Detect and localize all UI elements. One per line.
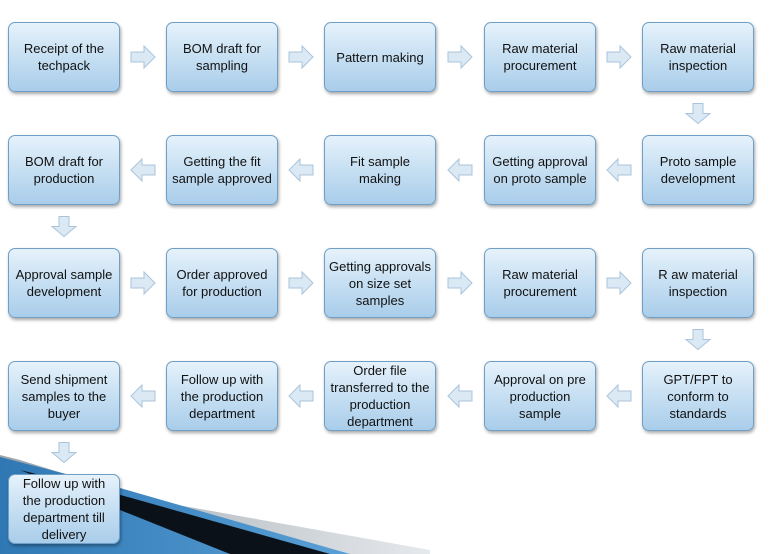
flow-arrow-icon (130, 44, 156, 70)
flow-arrow-icon (288, 157, 314, 183)
flow-arrow-icon (684, 103, 712, 125)
flow-arrow-icon (288, 44, 314, 70)
process-step-box: Pattern making (324, 22, 436, 92)
process-step-label: Pattern making (336, 49, 424, 65)
process-step-label: Order approved for production (176, 267, 268, 299)
process-step-box: Send shipment samples to the buyer (8, 361, 120, 431)
flow-arrow-icon (606, 383, 632, 409)
flow-arrow-icon (606, 270, 632, 296)
flow-arrow-icon (447, 383, 473, 409)
process-step-box: BOM draft for production (8, 135, 120, 205)
process-step-box: Raw material procurement (484, 22, 596, 92)
process-step-box: Order file transferred to the production… (324, 361, 436, 431)
process-step-label: GPT/FPT to conform to standards (663, 371, 733, 421)
flow-arrow-icon (50, 442, 78, 464)
process-step-label: Getting approval on proto sample (492, 154, 588, 186)
process-step-box: Proto sample development (642, 135, 754, 205)
process-step-box: Follow up with the production department… (8, 474, 120, 544)
process-step-label: Send shipment samples to the buyer (20, 371, 108, 421)
process-step-box: Getting the fit sample approved (166, 135, 278, 205)
process-step-label: BOM draft for production (24, 154, 104, 186)
process-step-box: Raw material inspection (642, 22, 754, 92)
flow-arrow-icon (288, 383, 314, 409)
process-step-box: GPT/FPT to conform to standards (642, 361, 754, 431)
process-step-box: Approval on pre production sample (484, 361, 596, 431)
process-step-box: Receipt of the techpack (8, 22, 120, 92)
process-step-label: Approval on pre production sample (494, 371, 586, 421)
process-step-box: Raw material procurement (484, 248, 596, 318)
process-step-label: Fit sample making (350, 154, 410, 186)
process-step-box: R aw material inspection (642, 248, 754, 318)
process-step-label: Approval sample development (15, 267, 113, 299)
process-step-box: Approval sample development (8, 248, 120, 318)
process-step-label: Raw material procurement (502, 41, 578, 73)
flow-arrow-icon (130, 157, 156, 183)
process-step-box: Follow up with the production department (166, 361, 278, 431)
flow-arrow-icon (130, 383, 156, 409)
process-step-label: Follow up with the production department (180, 371, 264, 421)
flow-arrow-icon (447, 270, 473, 296)
process-step-label: Raw material inspection (660, 41, 736, 73)
flow-arrow-icon (288, 270, 314, 296)
process-step-box: Fit sample making (324, 135, 436, 205)
process-step-box: BOM draft for sampling (166, 22, 278, 92)
process-step-label: Follow up with the production department… (22, 476, 106, 542)
process-step-label: Getting approvals on size set samples (329, 258, 431, 308)
flow-arrow-icon (50, 216, 78, 238)
process-step-label: Receipt of the techpack (23, 41, 105, 73)
process-step-box: Order approved for production (166, 248, 278, 318)
process-step-box: Getting approval on proto sample (484, 135, 596, 205)
process-step-label: BOM draft for sampling (182, 41, 262, 73)
process-step-label: Order file transferred to the production… (330, 363, 430, 429)
flow-arrow-icon (606, 157, 632, 183)
flow-arrow-icon (130, 270, 156, 296)
flow-arrow-icon (606, 44, 632, 70)
flow-arrow-icon (447, 157, 473, 183)
process-step-label: Raw material procurement (502, 267, 578, 299)
flow-arrow-icon (684, 329, 712, 351)
flow-arrow-icon (447, 44, 473, 70)
process-step-label: R aw material inspection (658, 267, 738, 299)
process-step-label: Proto sample development (659, 154, 737, 186)
process-step-label: Getting the fit sample approved (172, 154, 272, 186)
process-step-box: Getting approvals on size set samples (324, 248, 436, 318)
